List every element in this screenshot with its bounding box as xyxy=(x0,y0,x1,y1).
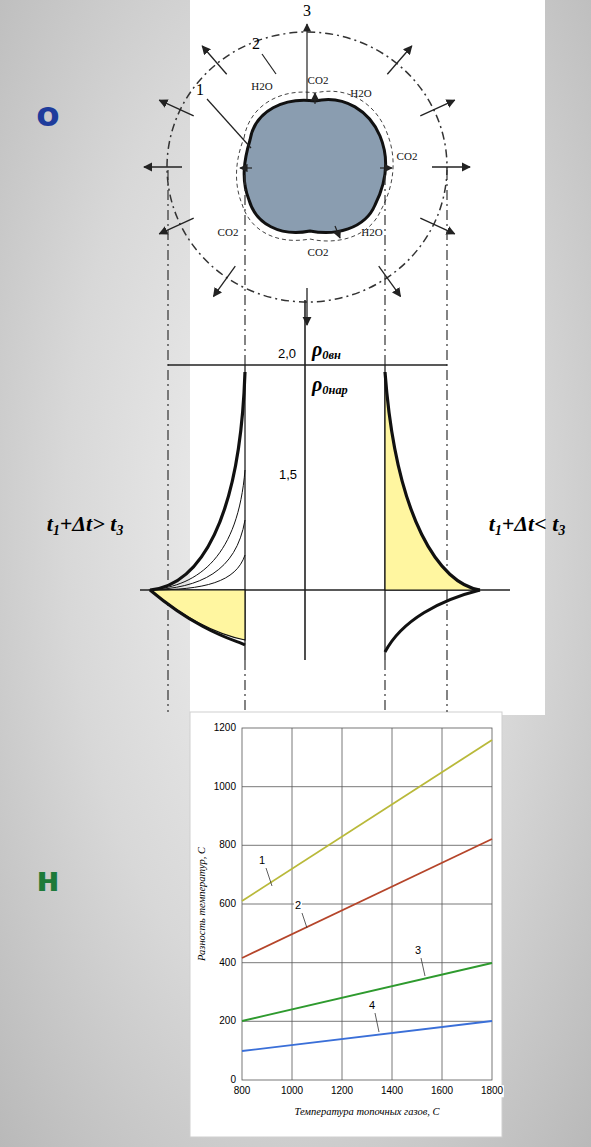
callout-number: 2 xyxy=(252,35,260,53)
axis-tick: 1800 xyxy=(480,1085,504,1097)
axis-title: Разность температур, С xyxy=(196,846,208,962)
axis-tick: 1000 xyxy=(213,781,237,793)
axis-tick: 400 xyxy=(218,957,237,969)
axis-tick: 1200 xyxy=(213,722,237,734)
axis-tick: 1200 xyxy=(330,1085,354,1097)
callout-number: 1 xyxy=(196,81,204,99)
gas-label: H2O xyxy=(251,80,272,93)
axis-tick: 1400 xyxy=(380,1085,404,1097)
density-ratio: ρ0вн xyxy=(312,338,341,362)
gas-label: H2O xyxy=(350,87,371,100)
axis-tick: 600 xyxy=(218,898,237,910)
data-line xyxy=(242,1021,492,1051)
condition-label: t1+Δt< t3 xyxy=(489,511,565,538)
outflow-arrows xyxy=(240,93,392,238)
slide-fragment: о xyxy=(36,95,59,134)
axis-value: 1,5 xyxy=(279,468,297,483)
axis-tick: 800 xyxy=(233,1085,252,1097)
fuel-particle xyxy=(244,99,385,232)
gas-layer xyxy=(236,91,393,241)
axis-tick: 0 xyxy=(229,1074,237,1086)
density-graph xyxy=(140,300,510,660)
gas-label: CO2 xyxy=(397,150,418,163)
axis-tick: 200 xyxy=(218,1016,237,1028)
axis-value: 2,0 xyxy=(278,347,296,362)
chart-panel xyxy=(190,712,502,1137)
data-line xyxy=(242,963,492,1021)
series-label: 4 xyxy=(368,999,376,1012)
data-line xyxy=(242,839,492,958)
slide-fragment: н xyxy=(36,860,60,899)
leader-line xyxy=(207,99,251,148)
leader-line xyxy=(306,24,307,100)
series-label: 1 xyxy=(258,854,266,867)
gas-label: CO2 xyxy=(308,74,329,87)
axis-tick: 1000 xyxy=(280,1085,304,1097)
axis-tick: 1600 xyxy=(430,1085,454,1097)
axis-title: Температура топочных газов, С xyxy=(294,1106,441,1118)
line-chart xyxy=(242,728,492,1080)
data-line xyxy=(242,740,492,901)
density-ratio: ρ0нар xyxy=(312,373,348,397)
gas-label: CO2 xyxy=(308,246,329,259)
leader-line xyxy=(262,54,276,74)
axis-tick: 800 xyxy=(218,840,237,852)
gas-label: CO2 xyxy=(218,226,239,239)
condition-label: t1+Δt> t3 xyxy=(47,511,123,538)
series-label: 2 xyxy=(294,899,302,912)
callout-number: 3 xyxy=(303,2,311,20)
series-label: 3 xyxy=(414,944,422,957)
gas-label: H2O xyxy=(361,226,382,239)
